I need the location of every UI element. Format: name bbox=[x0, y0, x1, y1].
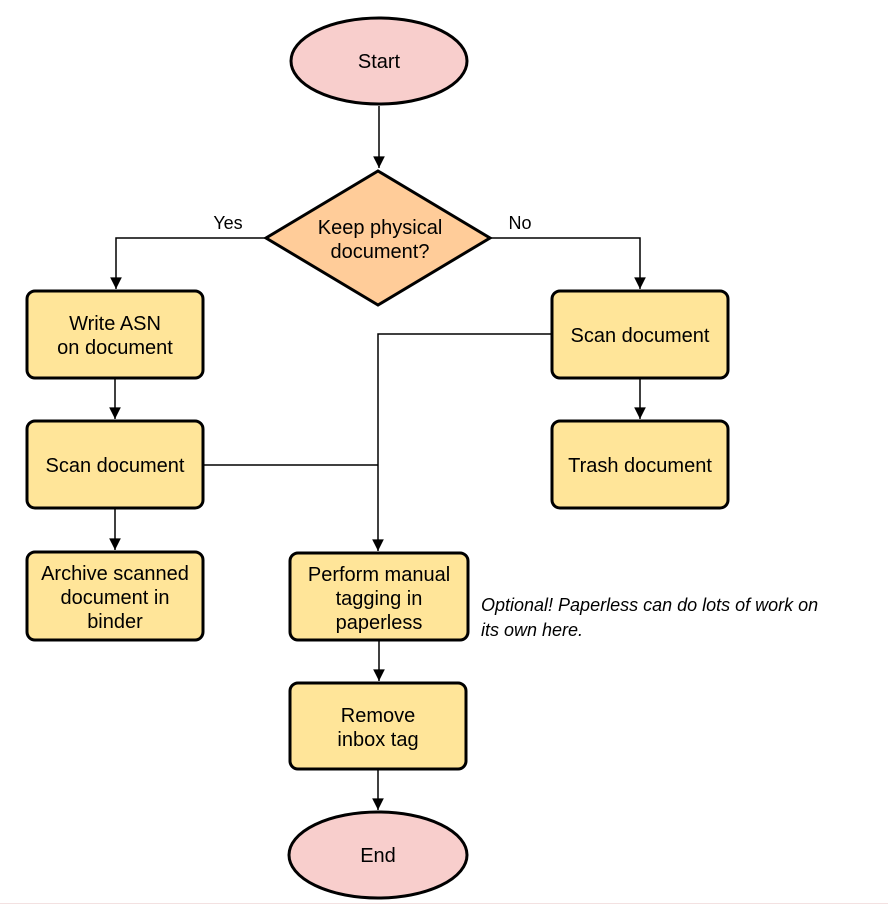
annotation-optional: Optional! Paperless can do lots of work … bbox=[481, 595, 818, 640]
node-write-asn-label-line1: Write ASN bbox=[69, 313, 161, 335]
edge-decision-no-to-scan-right bbox=[490, 237, 646, 289]
node-manual-tagging-label-line2: tagging in bbox=[336, 588, 423, 610]
node-decision-label-line2: document? bbox=[331, 241, 430, 263]
node-write-asn bbox=[25, 289, 205, 380]
edge-label-no: No bbox=[508, 213, 531, 233]
edge-scan-right-to-tagging bbox=[372, 333, 552, 551]
node-trash-document bbox=[550, 419, 730, 510]
node-scan-document-right bbox=[550, 289, 730, 380]
annotation-line1: Optional! Paperless can do lots of work … bbox=[481, 595, 818, 615]
edge-label-yes: Yes bbox=[213, 213, 242, 233]
node-decision-keep-physical bbox=[263, 169, 493, 307]
node-archive-in-binder bbox=[25, 550, 205, 642]
node-scan-document-left bbox=[25, 419, 205, 510]
node-trash-document-label: Trash document bbox=[568, 455, 712, 477]
node-scan-document-left-label: Scan document bbox=[46, 455, 185, 477]
node-remove-inbox-tag bbox=[288, 681, 468, 771]
node-decision-label-line1: Keep physical bbox=[318, 217, 443, 239]
node-remove-inbox-label-line2: inbox tag bbox=[337, 729, 418, 751]
annotation-line2: its own here. bbox=[481, 620, 583, 640]
node-archive-label-line3: binder bbox=[87, 611, 143, 633]
nodes: Start Keep physical document? Write ASN … bbox=[25, 16, 730, 900]
node-archive-label-line2: document in bbox=[61, 587, 170, 609]
edge-decision-yes-to-write-asn bbox=[110, 237, 266, 289]
node-start bbox=[289, 16, 469, 106]
node-manual-tagging-label-line3: paperless bbox=[336, 612, 423, 634]
node-remove-inbox-label-line1: Remove bbox=[341, 705, 415, 727]
node-manual-tagging bbox=[288, 551, 470, 642]
node-write-asn-label-line2: on document bbox=[57, 337, 173, 359]
node-end-label: End bbox=[360, 845, 396, 867]
node-manual-tagging-label-line1: Perform manual bbox=[308, 564, 450, 586]
node-start-label: Start bbox=[358, 51, 401, 73]
node-scan-document-right-label: Scan document bbox=[571, 325, 710, 347]
node-end bbox=[287, 810, 469, 900]
node-archive-label-line1: Archive scanned bbox=[41, 563, 189, 585]
edges: Yes No bbox=[109, 106, 646, 810]
